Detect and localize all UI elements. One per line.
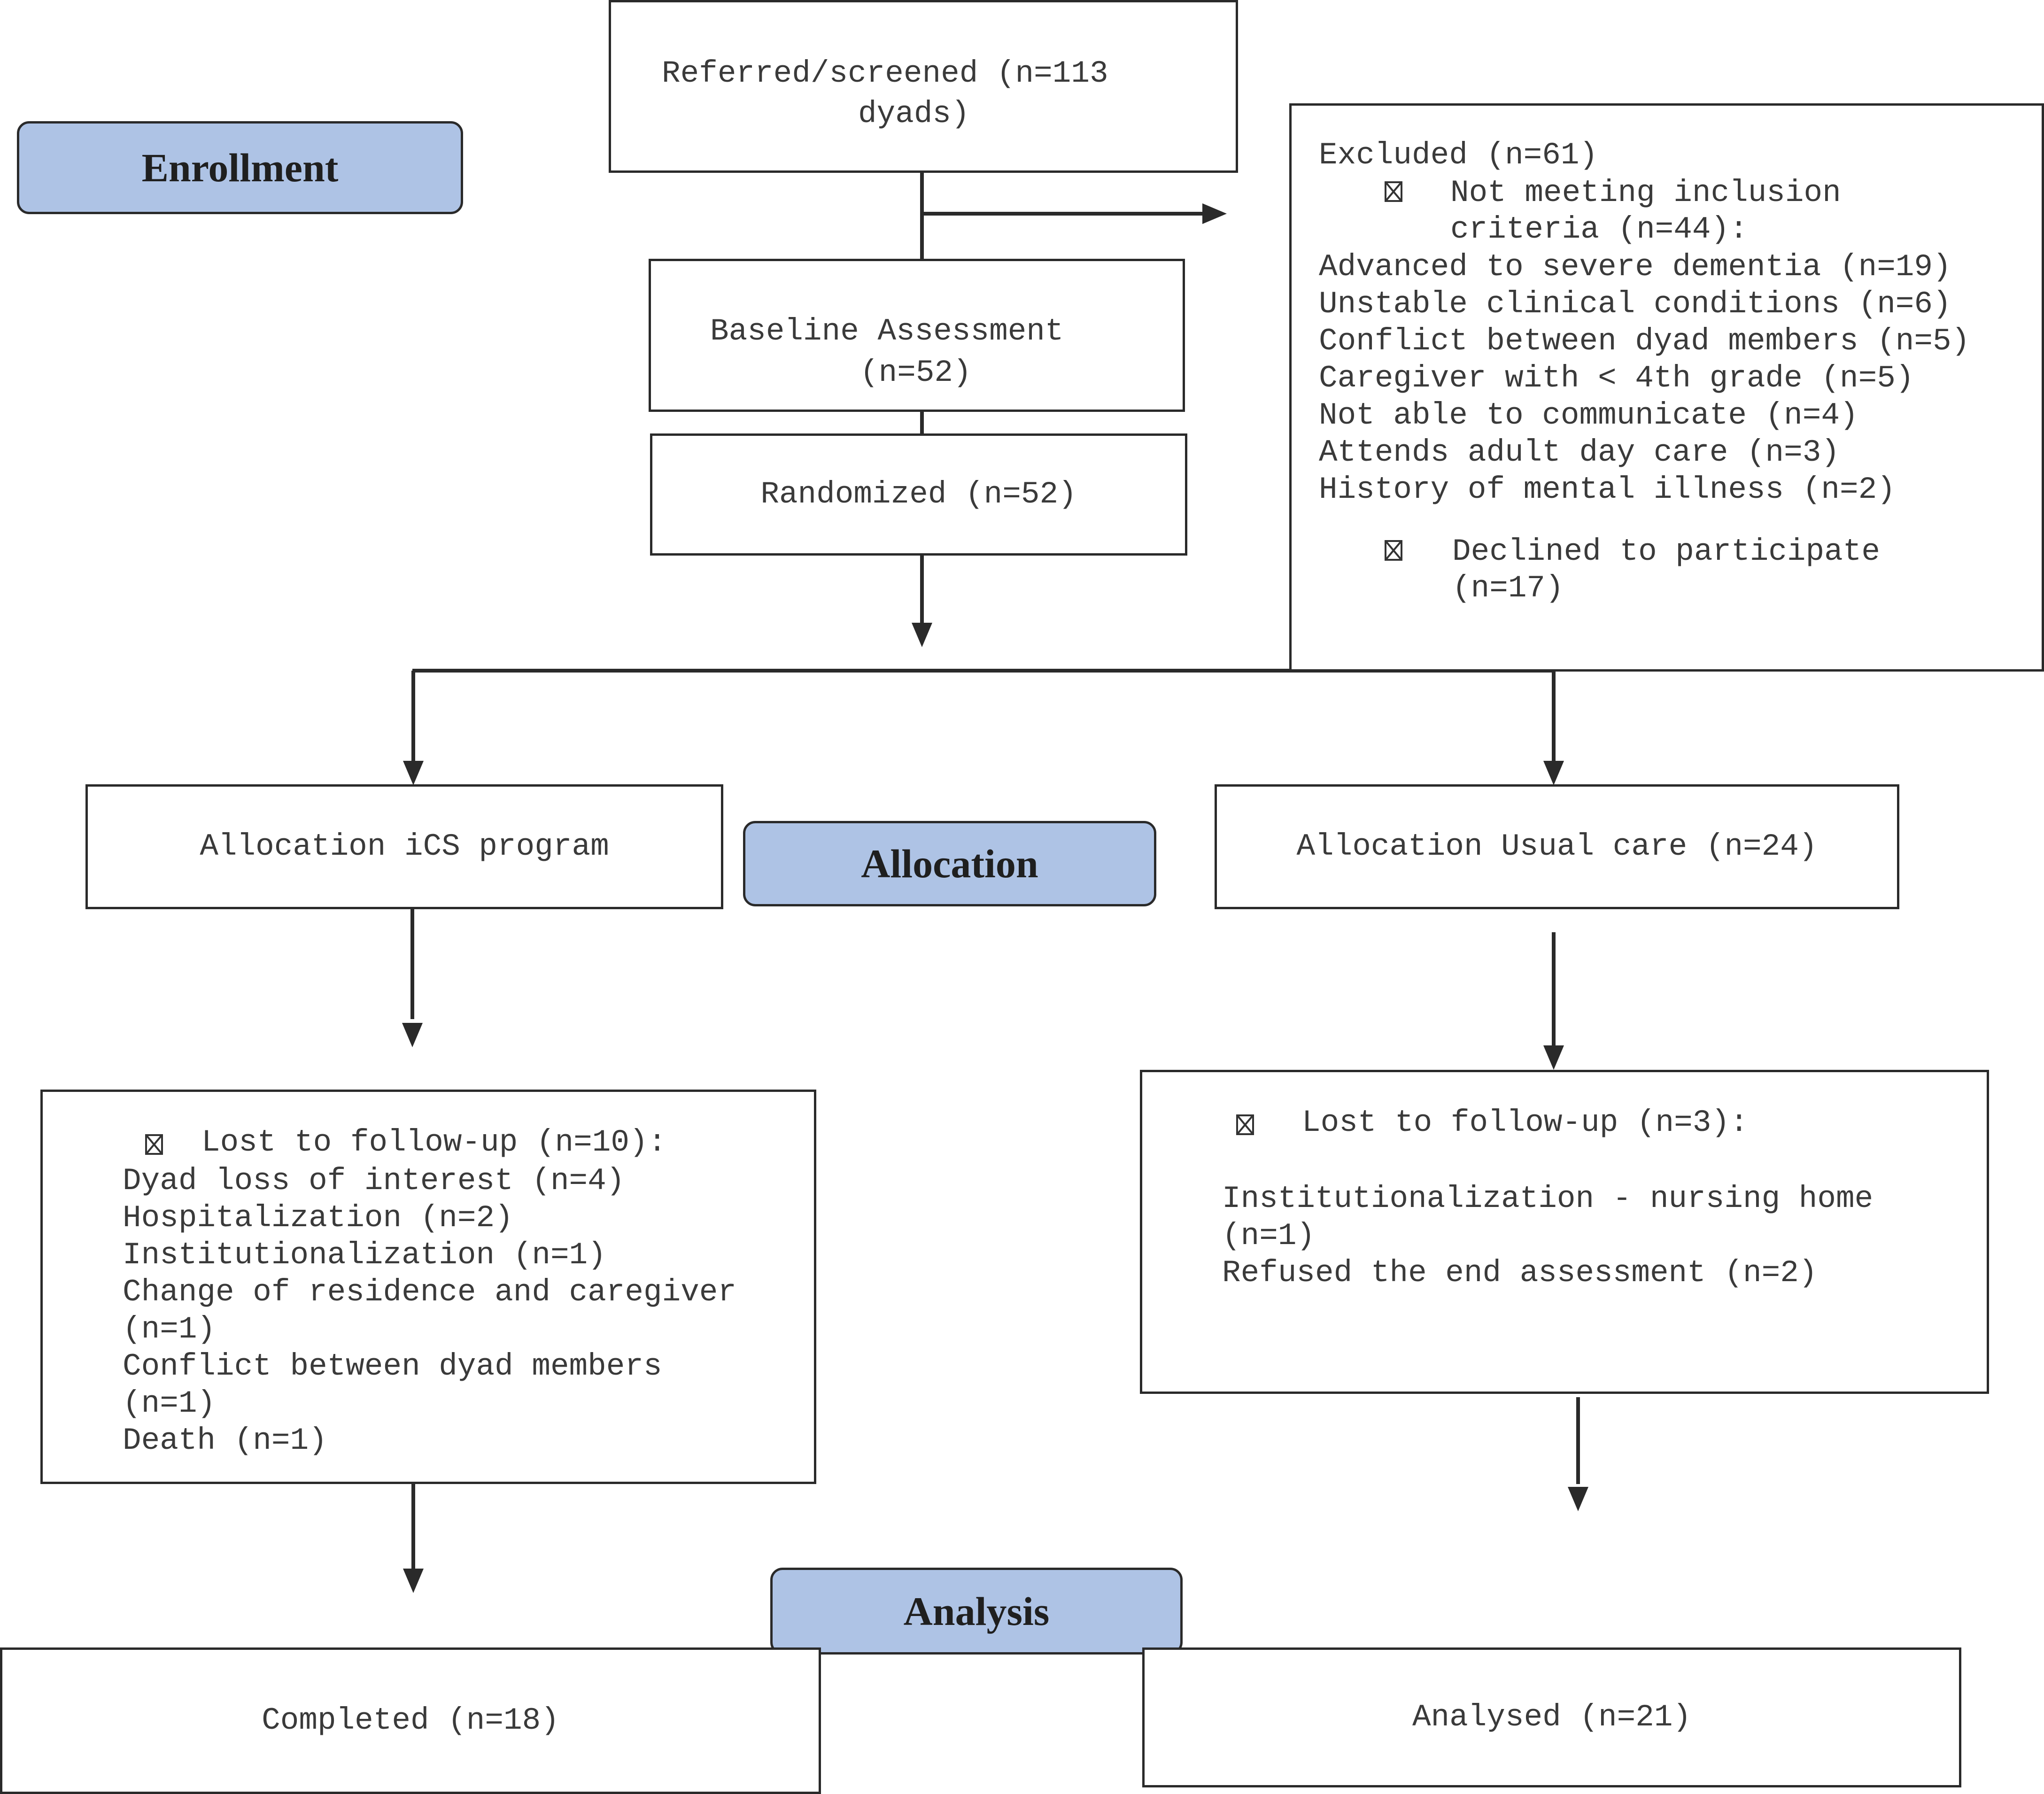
exclusion-reason: History of mental illness (n=2) xyxy=(1319,472,1896,507)
checkbox-icon xyxy=(1385,181,1402,202)
lost-usual-title: Lost to follow-up (n=3): xyxy=(1302,1105,1749,1140)
arrowhead-excluded xyxy=(1202,203,1227,224)
exclusion-reason: Attends adult day care (n=3) xyxy=(1319,435,1840,470)
checkbox-icon xyxy=(1385,540,1402,561)
declined-line-1: Declined to participate xyxy=(1452,534,1880,569)
referred-screened-box: Referred/screened (n=113 dyads) xyxy=(609,0,1238,173)
lost-ics-reason: (n=1) xyxy=(123,1312,216,1347)
lost-followup-usual-box: Lost to follow-up (n=3): Institutionaliz… xyxy=(1140,1070,1989,1394)
arrowhead-lost-usual xyxy=(1568,1487,1588,1511)
referred-line-1: Referred/screened (n=113 xyxy=(662,56,1108,91)
lost-ics-title: Lost to follow-up (n=10): xyxy=(201,1125,667,1160)
stage-label-analysis: Analysis xyxy=(770,1568,1183,1655)
lost-followup-ics-box: Lost to follow-up (n=10): Dyad loss of i… xyxy=(40,1090,816,1484)
exclusion-reason: Advanced to severe dementia (n=19) xyxy=(1319,249,1951,285)
not-meeting-criteria-item xyxy=(1385,174,1402,211)
exclusion-reason: Unstable clinical conditions (n=6) xyxy=(1319,286,1951,322)
checkbox-icon xyxy=(1236,1114,1254,1135)
lost-usual-reason: Refused the end assessment (n=2) xyxy=(1222,1255,1818,1291)
arrowhead-split-left xyxy=(403,761,424,785)
lost-usual-check xyxy=(1236,1107,1254,1144)
lost-ics-reason: Conflict between dyad members xyxy=(123,1349,662,1384)
lost-ics-reason: Death (n=1) xyxy=(123,1423,327,1458)
arrowhead-split-right xyxy=(1543,761,1564,785)
arrowhead-usual xyxy=(1543,1045,1564,1070)
analysed-box: Analysed (n=21) xyxy=(1142,1647,1961,1787)
checkbox-icon xyxy=(145,1134,163,1155)
not-meeting-line-1: Not meeting inclusion xyxy=(1450,175,1841,210)
exclusion-reason: Caregiver with < 4th grade (n=5) xyxy=(1319,361,1914,396)
allocation-usual-box: Allocation Usual care (n=24) xyxy=(1215,784,1899,909)
not-meeting-line-2: criteria (n=44): xyxy=(1450,212,1748,247)
declined-line-2: (n=17) xyxy=(1452,571,1564,606)
excluded-box: Excluded (n=61) Not meeting inclusion cr… xyxy=(1289,103,2044,672)
declined-item xyxy=(1385,533,1402,570)
stage-label-allocation: Allocation xyxy=(743,821,1156,906)
baseline-line-2: (n=52) xyxy=(860,355,972,390)
lost-ics-reason: Change of residence and caregiver xyxy=(123,1275,737,1310)
referred-line-2: dyads) xyxy=(858,96,970,131)
arrowhead-randomized xyxy=(912,623,932,647)
lost-usual-reason: (n=1) xyxy=(1222,1218,1316,1253)
stage-label-enrollment: Enrollment xyxy=(17,121,463,214)
lost-ics-reason: Institutionalization (n=1) xyxy=(123,1237,606,1273)
exclusion-reason: Not able to communicate (n=4) xyxy=(1319,398,1858,433)
arrowhead-ics xyxy=(402,1023,423,1047)
allocation-ics-box: Allocation iCS program xyxy=(85,784,723,909)
lost-ics-reason: (n=1) xyxy=(123,1386,216,1421)
exclusion-reason: Conflict between dyad members (n=5) xyxy=(1319,324,1970,359)
completed-box: Completed (n=18) xyxy=(0,1647,821,1794)
baseline-line-1: Baseline Assessment xyxy=(710,314,1064,349)
arrowhead-lost-ics xyxy=(403,1569,424,1593)
lost-ics-check xyxy=(145,1127,163,1164)
randomized-box: Randomized (n=52) xyxy=(650,433,1187,556)
excluded-title: Excluded (n=61) xyxy=(1319,138,1598,173)
lost-usual-reason: Institutionalization - nursing home xyxy=(1222,1181,1874,1216)
lost-ics-reason: Dyad loss of interest (n=4) xyxy=(123,1163,625,1199)
lost-ics-reason: Hospitalization (n=2) xyxy=(123,1200,513,1236)
baseline-assessment-box: Baseline Assessment (n=52) xyxy=(649,259,1185,412)
